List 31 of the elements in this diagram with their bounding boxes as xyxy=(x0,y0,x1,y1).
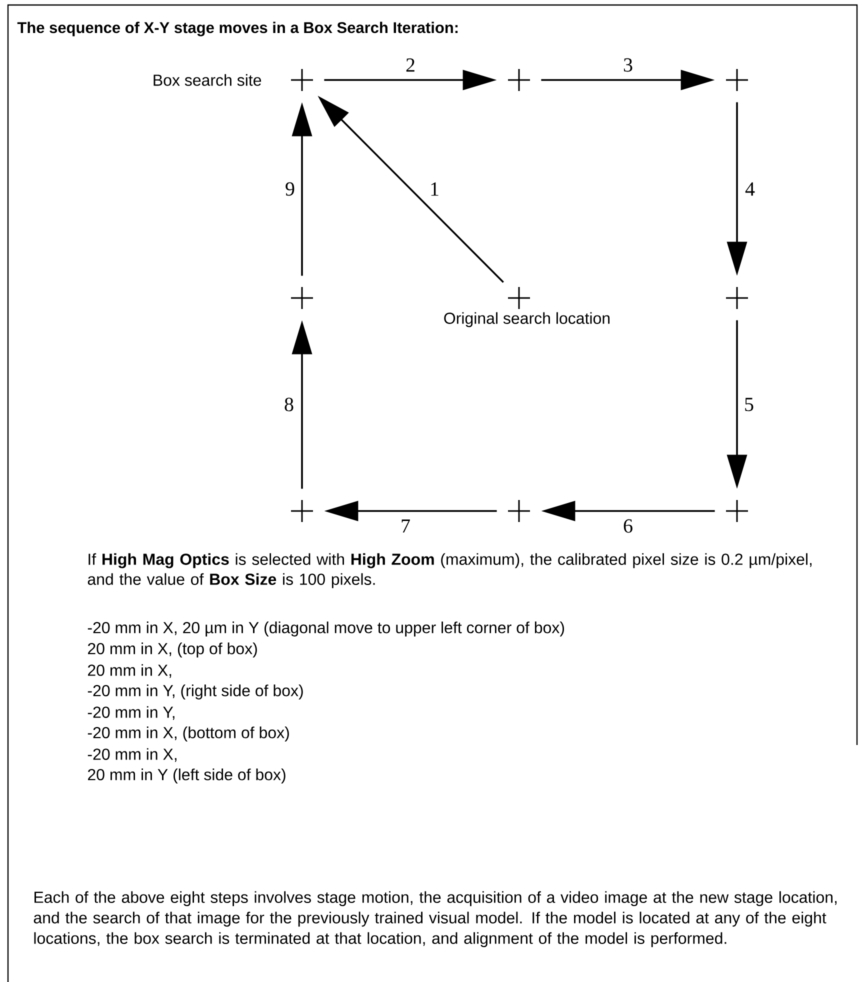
step-number: 2 xyxy=(404,57,416,73)
step-number: 4 xyxy=(744,181,756,197)
step-line: -20 mm in X, (bottom of box) xyxy=(88,726,289,742)
step-number: 6 xyxy=(622,518,634,534)
cross-mark xyxy=(507,499,531,523)
step-number: 5 xyxy=(743,396,755,412)
step-line: 20 mm in Y (left side of box) xyxy=(88,768,286,784)
cross-mark xyxy=(507,68,531,92)
cross-mark xyxy=(290,499,314,523)
step-line: 20 mm in X, xyxy=(88,664,172,678)
step-line: -20 mm in X, 20 µm in Y (diagonal move to upper left corner of box) xyxy=(88,622,564,636)
step-number: 8 xyxy=(283,396,295,412)
step-line: -20 mm in Y, xyxy=(88,706,174,720)
paragraph: If High Mag Optics is selected with High Zoom (maximum), the calibrated pixel size is 0.2 µm/pixel, and the value of Box Size is 100 pixels. xyxy=(88,553,812,588)
step-number: 7 xyxy=(400,518,412,534)
step-number: 1 xyxy=(428,181,440,197)
cross-mark xyxy=(290,286,314,310)
cross-mark xyxy=(725,286,749,310)
step-number: 9 xyxy=(284,181,296,197)
cross-mark xyxy=(507,286,531,310)
paragraph: Each of the above eight steps involves stage motion, the acquisition of a video image at the new stage location, and the search of that image for the previously trained visual model. If the model is located at any of the eight locations, the box search is terminated at that location, and alignment of the model is performed. xyxy=(34,891,837,948)
location-label: Original search location xyxy=(444,312,610,328)
title: The sequence of X-Y stage moves in a Box Search Iteration: xyxy=(17,22,458,36)
cross-mark xyxy=(290,68,314,92)
step-line: 20 mm in X, (top of box) xyxy=(88,642,257,658)
step-number: 3 xyxy=(622,57,634,73)
cross-mark xyxy=(725,68,749,92)
step-line: -20 mm in Y, (right side of box) xyxy=(88,684,303,700)
cross-mark xyxy=(725,499,749,523)
step-line: -20 mm in X, xyxy=(88,748,176,762)
location-label: Box search site xyxy=(154,74,262,86)
